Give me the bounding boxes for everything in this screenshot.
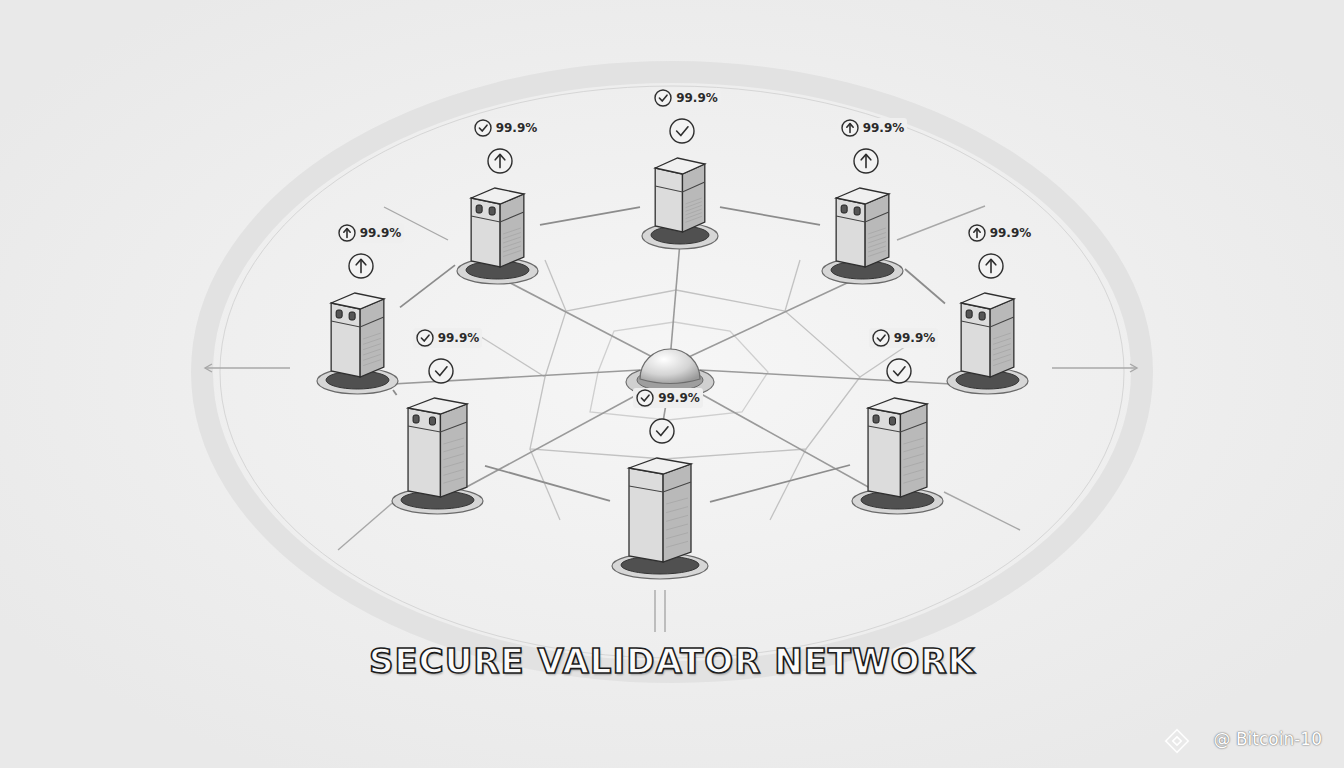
uptime-tag: 99.9% [965, 223, 1035, 243]
uptime-value: 99.9% [894, 331, 936, 345]
status-icon [853, 148, 879, 174]
validator-node: 99.9% [455, 180, 540, 285]
uptime-tag: 99.9% [335, 223, 405, 243]
uptime-value: 99.9% [990, 226, 1032, 240]
ring-link [400, 265, 455, 307]
outer-ring [220, 86, 1124, 658]
halo-ring [202, 72, 1142, 672]
uptime-value: 99.9% [658, 391, 700, 405]
ring-link [485, 466, 610, 501]
validator-box [640, 150, 720, 250]
uptime-tag: 99.9% [869, 328, 939, 348]
uptime-icon [416, 329, 434, 347]
ring-link [540, 207, 640, 225]
uptime-icon [654, 89, 672, 107]
ring-link [710, 465, 850, 502]
watermark: @ Bitcoin-10 [1214, 729, 1322, 749]
validator-box [455, 180, 540, 285]
validator-box [850, 390, 945, 515]
uptime-tag: 99.9% [838, 118, 908, 138]
status-icon [978, 253, 1004, 279]
ring-link [905, 269, 945, 303]
uptime-tag: 99.9% [471, 118, 541, 138]
watermark-logo [1166, 730, 1189, 753]
uptime-value: 99.9% [863, 121, 905, 135]
status-icon [428, 358, 454, 384]
uptime-tag: 99.9% [413, 328, 483, 348]
spoke-lines [357, 242, 987, 503]
validator-box [610, 450, 710, 580]
status-icon [487, 148, 513, 174]
uptime-value: 99.9% [360, 226, 402, 240]
uptime-icon [841, 119, 859, 137]
inner-network [470, 260, 930, 520]
ring-link [720, 207, 820, 225]
status-icon [649, 418, 675, 444]
title-block: SECURE VALIDATOR NETWORK [0, 641, 1344, 681]
status-icon [886, 358, 912, 384]
validator-node: 99.9% [820, 180, 905, 285]
validator-box [820, 180, 905, 285]
validator-node: 99.9% [640, 150, 720, 250]
validator-node: 99.9% [850, 390, 945, 515]
validator-box [315, 285, 400, 395]
validator-node: 99.9% [315, 285, 400, 395]
uptime-icon [474, 119, 492, 137]
validator-node: 99.9% [945, 285, 1030, 395]
status-icon [669, 118, 695, 144]
uptime-icon [968, 224, 986, 242]
uptime-tag: 99.9% [633, 388, 703, 408]
uptime-icon [338, 224, 356, 242]
validator-box [390, 390, 485, 515]
status-icon [348, 253, 374, 279]
diagram-title: SECURE VALIDATOR NETWORK [369, 641, 975, 681]
outer-radials [205, 206, 1137, 632]
uptime-value: 99.9% [496, 121, 538, 135]
uptime-tag: 99.9% [651, 88, 721, 108]
validator-box [945, 285, 1030, 395]
validator-node: 99.9% [390, 390, 485, 515]
uptime-value: 99.9% [676, 91, 718, 105]
ring-link [393, 390, 397, 395]
validator-node: 99.9% [610, 450, 710, 580]
uptime-value: 99.9% [438, 331, 480, 345]
uptime-icon [636, 389, 654, 407]
uptime-icon [872, 329, 890, 347]
